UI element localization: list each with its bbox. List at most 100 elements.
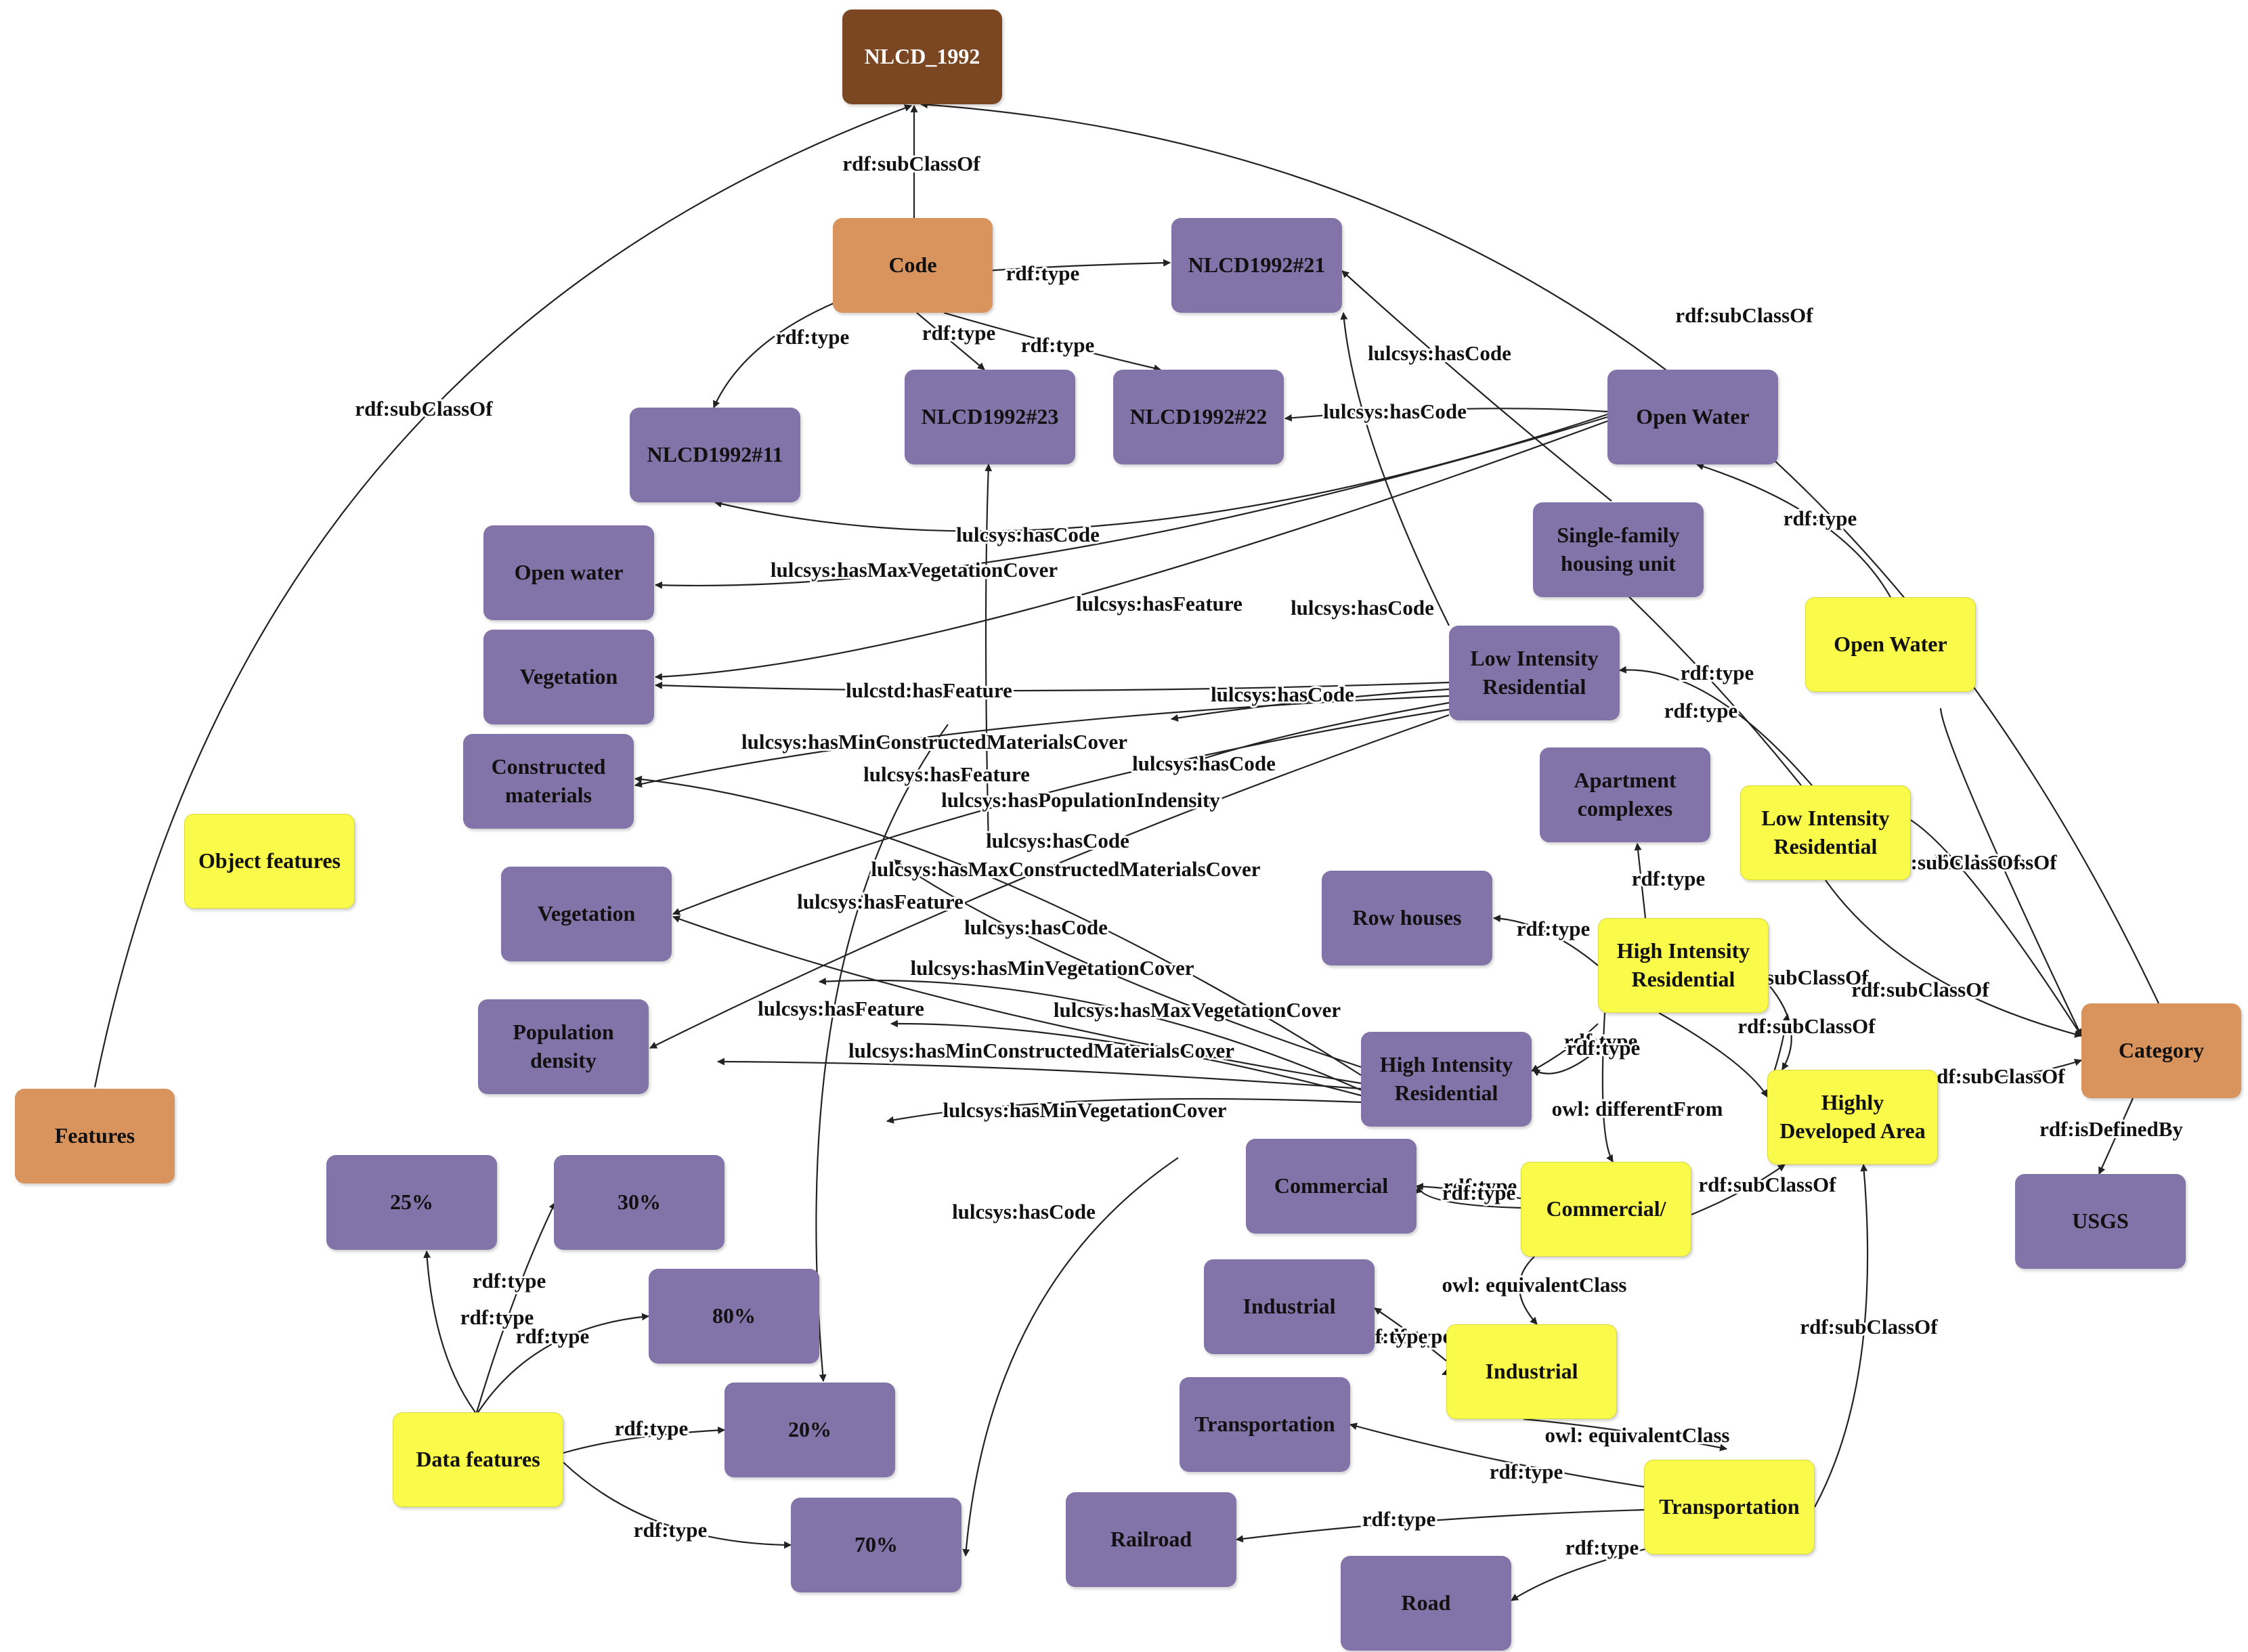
edge-label: rdf:subClassOf <box>842 152 980 175</box>
edge-label: lulcsys:hasMinConstructedMaterialsCover <box>848 1039 1234 1062</box>
edge-line <box>634 695 1450 788</box>
edge-line <box>712 297 847 409</box>
edge-label: lulcsys:hasFeature <box>758 997 924 1020</box>
node-industrial-concept[interactable]: Industrial <box>1446 1324 1617 1419</box>
edge-line <box>1415 1185 1521 1209</box>
edge-label: rdf:subClassOf <box>1851 978 1989 1001</box>
node-low-intensity-residential-concept[interactable]: Low Intensity Residential <box>1740 785 1911 880</box>
edge-line <box>920 101 2159 1004</box>
edge-label: rdf:type <box>1784 506 1857 530</box>
node-vegetation-feature-2[interactable]: Vegetation <box>501 867 672 961</box>
edge-line <box>1415 1183 1521 1200</box>
edge-line <box>423 1250 476 1413</box>
node-high-intensity-residential-concept[interactable]: High Intensity Residential <box>1598 918 1769 1013</box>
node-commercial-concept[interactable]: Commercial/ <box>1521 1162 1691 1257</box>
edge-line <box>1658 1012 1768 1097</box>
edge-label: lulcsys:hasMinConstructedMaterialsCover <box>741 730 1127 754</box>
edge-label: lulcsys:hasCode <box>956 523 1100 546</box>
edge-line <box>1601 1012 1614 1162</box>
edge-label: rdf:type <box>1021 333 1094 357</box>
edge-label: lulcsys:hasCode <box>1211 682 1354 706</box>
node-constructed-materials[interactable]: Constructed materials <box>463 734 634 829</box>
edge-label: lulcsys:hasCode <box>952 1200 1096 1223</box>
node-highly-developed-area[interactable]: Highly Developed Area <box>1767 1070 1938 1165</box>
node-row-houses[interactable]: Row houses <box>1322 871 1492 965</box>
edge-line <box>1825 879 2083 1038</box>
edge-label: rdf:type <box>1006 261 1079 285</box>
edge-label: rdf:type <box>776 325 849 349</box>
node-70-percent[interactable]: 70% <box>791 1498 961 1592</box>
edge-line <box>1492 915 1599 966</box>
edge-line <box>672 708 1450 915</box>
edge-line <box>563 1427 726 1454</box>
node-transportation-instance[interactable]: Transportation <box>1180 1377 1350 1472</box>
edge-label: lulcsys:hasCode <box>964 915 1108 939</box>
edge-label: lulcsys:hasFeature <box>797 890 964 913</box>
node-open-water-instance[interactable]: Open Water <box>1607 370 1778 464</box>
node-population-density[interactable]: Population density <box>478 999 649 1094</box>
edge-label: lulcsys:hasMinVegetationCover <box>943 1098 1226 1122</box>
node-apartment-complexes[interactable]: Apartment complexes <box>1540 747 1710 842</box>
node-nlcd1992-11[interactable]: NLCD1992#11 <box>630 408 800 502</box>
node-usgs[interactable]: USGS <box>2015 1174 2186 1269</box>
edge-label: rdf:type <box>1362 1507 1435 1531</box>
edge-line <box>1190 701 1450 764</box>
edge-line <box>477 1313 650 1413</box>
edge-label: rdf:subClassOf <box>1919 850 2057 874</box>
node-code[interactable]: Code <box>833 218 993 313</box>
node-data-features[interactable]: Data features <box>393 1412 563 1507</box>
edge-line <box>1523 1418 1728 1452</box>
node-high-intensity-residential-instance[interactable]: High Intensity Residential <box>1361 1032 1532 1127</box>
node-open-water-feature[interactable]: Open water <box>483 525 654 620</box>
edge-line <box>475 1202 556 1413</box>
edge-line <box>563 1462 792 1549</box>
node-nlcd1992-22[interactable]: NLCD1992#22 <box>1113 370 1284 464</box>
node-nlcd1992-23[interactable]: NLCD1992#23 <box>905 370 1075 464</box>
edge-label: rdf:subClassOf <box>1698 1173 1836 1196</box>
node-railroad[interactable]: Railroad <box>1066 1492 1236 1587</box>
node-nlcd-1992[interactable]: NLCD_1992 <box>842 9 1002 104</box>
edge-label: rdf:type <box>1379 1324 1452 1348</box>
edge-line <box>916 312 985 370</box>
edge-label: lulcsys:hasCode <box>1368 341 1511 365</box>
edge-label: rdf:subClassOf <box>1927 1064 2065 1088</box>
edge-line <box>654 420 1608 681</box>
node-low-intensity-residential-instance[interactable]: Low Intensity Residential <box>1449 626 1620 720</box>
edge-label: rdf:type <box>1444 1174 1517 1198</box>
edge-line <box>886 1097 1362 1124</box>
node-single-family-housing-unit[interactable]: Single-family housing unit <box>1533 502 1704 597</box>
node-category[interactable]: Category <box>2081 1003 2241 1098</box>
edge-label: rdf:type <box>1442 1181 1515 1204</box>
edge-line <box>1532 1049 1599 1077</box>
edge-line <box>1695 462 1891 598</box>
node-commercial-instance[interactable]: Commercial <box>1246 1139 1417 1234</box>
node-open-water-concept[interactable]: Open Water <box>1805 597 1976 692</box>
node-object-features[interactable]: Object features <box>184 814 355 909</box>
edge-line <box>672 915 1362 1085</box>
node-20-percent[interactable]: 20% <box>725 1383 895 1477</box>
edge-label: lulcsys:hasCode <box>1132 752 1276 775</box>
edge-label: lulcsys:hasFeature <box>863 762 1030 786</box>
edge-line <box>985 463 993 847</box>
node-25-percent[interactable]: 25% <box>326 1155 497 1250</box>
edge-line <box>1170 688 1450 722</box>
edge-line <box>1620 588 1802 786</box>
node-road[interactable]: Road <box>1341 1556 1511 1651</box>
node-transportation-concept[interactable]: Transportation <box>1644 1460 1815 1555</box>
edge-line <box>890 1020 1362 1097</box>
node-vegetation-feature-1[interactable]: Vegetation <box>483 630 654 724</box>
node-nlcd1992-21[interactable]: NLCD1992#21 <box>1171 218 1342 313</box>
edge-line <box>1814 1163 1869 1508</box>
edge-label: rdf:type <box>516 1324 589 1348</box>
node-80-percent[interactable]: 80% <box>649 1269 819 1364</box>
edge-label: rdf:type <box>460 1305 534 1329</box>
edge-line <box>1374 1307 1447 1362</box>
edge-line <box>93 104 913 1088</box>
edge-label: lulcstd:hasFeature <box>846 678 1012 702</box>
edge-label: rdf:type <box>473 1269 546 1292</box>
edge-label: rdf:type <box>1664 699 1737 722</box>
edge-line <box>654 416 1608 589</box>
node-features[interactable]: Features <box>15 1089 175 1183</box>
node-industrial-instance[interactable]: Industrial <box>1204 1259 1375 1354</box>
node-30-percent[interactable]: 30% <box>554 1155 725 1250</box>
